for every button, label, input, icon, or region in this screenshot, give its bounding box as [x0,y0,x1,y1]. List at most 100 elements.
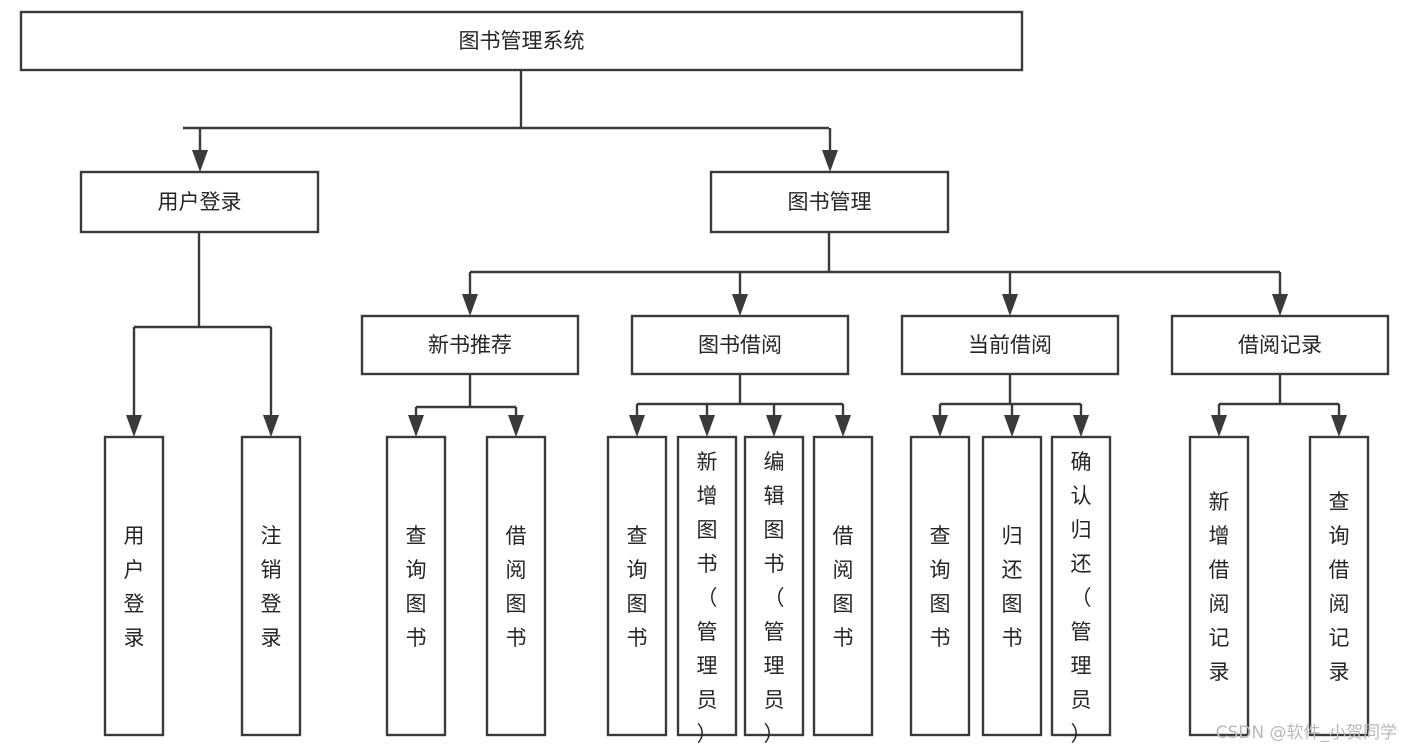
node-leaf-borrow-book-2[interactable]: 借阅图书 [812,435,874,737]
node-label-leaf-borrow-book-2: 借阅图书 [833,524,854,650]
edge-current-borrow-to-leaf-query-book-3 [932,404,948,437]
arrow-head-icon [1002,294,1018,316]
arrow-head-icon [699,415,715,437]
node-box-leaf-query-book-1 [385,435,447,737]
node-box-user-login [79,170,320,234]
node-box-leaf-add-book [676,435,738,737]
node-label-borrow-record: 借阅记录 [1238,333,1322,357]
node-label-leaf-confirm-return: 确认归还（管理员） [1071,450,1092,746]
edge-book-borrow-to-leaf-edit-book [766,404,782,437]
arrow-head-icon [732,294,748,316]
node-box-leaf-edit-book [743,435,805,737]
node-label-leaf-return-book: 归还图书 [1002,524,1023,650]
node-box-new-book-rec [360,314,580,376]
arrow-head-icon [932,415,948,437]
node-leaf-query-record[interactable]: 查询借阅记录 [1308,435,1370,737]
connector-bus-current-borrow [940,374,1081,406]
arrow-head-icon [126,415,142,437]
edge-book-manage-to-book-borrow [732,272,748,316]
arrow-head-icon [1073,415,1089,437]
edge-book-borrow-to-leaf-add-book [699,404,715,437]
node-label-leaf-borrow-book-1: 借阅图书 [506,524,527,650]
arrow-head-icon [263,415,279,437]
edge-user-login-to-leaf-user-login [126,327,142,437]
edge-new-book-rec-to-leaf-query-book-1 [408,407,424,437]
nodes-layer: 图书管理系统用户登录图书管理新书推荐图书借阅当前借阅借阅记录用户登录注销登录查询… [19,10,1390,746]
node-box-book-borrow [630,314,850,376]
node-label-new-book-rec: 新书推荐 [428,333,512,357]
arrow-head-icon [408,415,424,437]
node-box-leaf-query-record [1308,435,1370,737]
connector-bus-book-manage [470,232,1280,274]
node-box-leaf-confirm-return [1050,435,1112,737]
arrow-head-icon [835,415,851,437]
node-box-leaf-add-record [1188,435,1250,737]
node-box-leaf-logout [240,435,302,737]
edge-user-login-to-leaf-logout [263,327,279,437]
node-user-login[interactable]: 用户登录 [79,170,320,234]
node-label-root: 图书管理系统 [459,29,585,53]
node-label-leaf-query-book-2: 查询图书 [627,524,648,650]
node-box-current-borrow [900,314,1120,376]
edge-new-book-rec-to-leaf-borrow-book-1 [508,407,524,437]
node-box-leaf-borrow-book-2 [812,435,874,737]
edge-book-manage-to-borrow-record [1272,272,1288,316]
arrow-head-icon [822,150,838,172]
node-leaf-query-book-2[interactable]: 查询图书 [606,435,668,737]
node-label-book-manage: 图书管理 [788,190,872,214]
node-current-borrow[interactable]: 当前借阅 [900,314,1120,376]
node-leaf-add-book[interactable]: 新增图书（管理员） [676,435,738,746]
node-label-leaf-user-login: 用户登录 [124,524,145,650]
node-leaf-add-record[interactable]: 新增借阅记录 [1188,435,1250,737]
edge-book-borrow-to-leaf-query-book-2 [629,404,645,437]
node-box-book-manage [709,170,950,234]
edge-root-to-user-login [192,128,208,172]
node-box-leaf-query-book-2 [606,435,668,737]
edge-book-manage-to-current-borrow [1002,272,1018,316]
node-leaf-logout[interactable]: 注销登录 [240,435,302,737]
edge-current-borrow-to-leaf-confirm-return [1073,404,1089,437]
connector-bus-borrow-record [1219,374,1339,406]
node-leaf-confirm-return[interactable]: 确认归还（管理员） [1050,435,1112,746]
connector-bus-root [183,70,829,130]
arrow-head-icon [462,294,478,316]
node-box-leaf-return-book [981,435,1043,737]
watermark-label: CSDN @软件_小贺同学 [1215,723,1397,743]
node-label-leaf-logout: 注销登录 [261,524,282,650]
node-leaf-borrow-book-1[interactable]: 借阅图书 [485,435,547,737]
node-box-leaf-user-login [103,435,165,737]
connector-bus-user-login [134,232,271,329]
node-label-current-borrow: 当前借阅 [968,333,1052,357]
node-box-borrow-record [1170,314,1390,376]
arrow-head-icon [1211,415,1227,437]
arrow-head-icon [629,415,645,437]
edge-borrow-record-to-leaf-query-record [1331,404,1347,437]
node-box-leaf-borrow-book-1 [485,435,547,737]
arrow-head-icon [766,415,782,437]
arrow-head-icon [1272,294,1288,316]
node-leaf-return-book[interactable]: 归还图书 [981,435,1043,737]
node-leaf-query-book-1[interactable]: 查询图书 [385,435,447,737]
node-book-manage[interactable]: 图书管理 [709,170,950,234]
node-root[interactable]: 图书管理系统 [19,10,1024,72]
connector-bus-new-book-rec [416,374,516,409]
node-label-leaf-edit-book: 编辑图书（管理员） [764,450,785,746]
node-leaf-edit-book[interactable]: 编辑图书（管理员） [743,435,805,746]
arrow-head-icon [1331,415,1347,437]
arrow-head-icon [1004,415,1020,437]
edge-borrow-record-to-leaf-add-record [1211,404,1227,437]
node-new-book-rec[interactable]: 新书推荐 [360,314,580,376]
node-label-leaf-query-book-1: 查询图书 [406,524,427,650]
edge-current-borrow-to-leaf-return-book [1004,404,1020,437]
edge-root-to-book-manage [822,128,838,172]
node-book-borrow[interactable]: 图书借阅 [630,314,850,376]
edge-book-manage-to-new-book-rec [462,272,478,316]
node-leaf-query-book-3[interactable]: 查询图书 [909,435,971,737]
node-leaf-user-login[interactable]: 用户登录 [103,435,165,737]
connectors-layer [126,70,1347,437]
node-label-leaf-query-book-3: 查询图书 [930,524,951,650]
node-borrow-record[interactable]: 借阅记录 [1170,314,1390,376]
node-label-book-borrow: 图书借阅 [698,333,782,357]
